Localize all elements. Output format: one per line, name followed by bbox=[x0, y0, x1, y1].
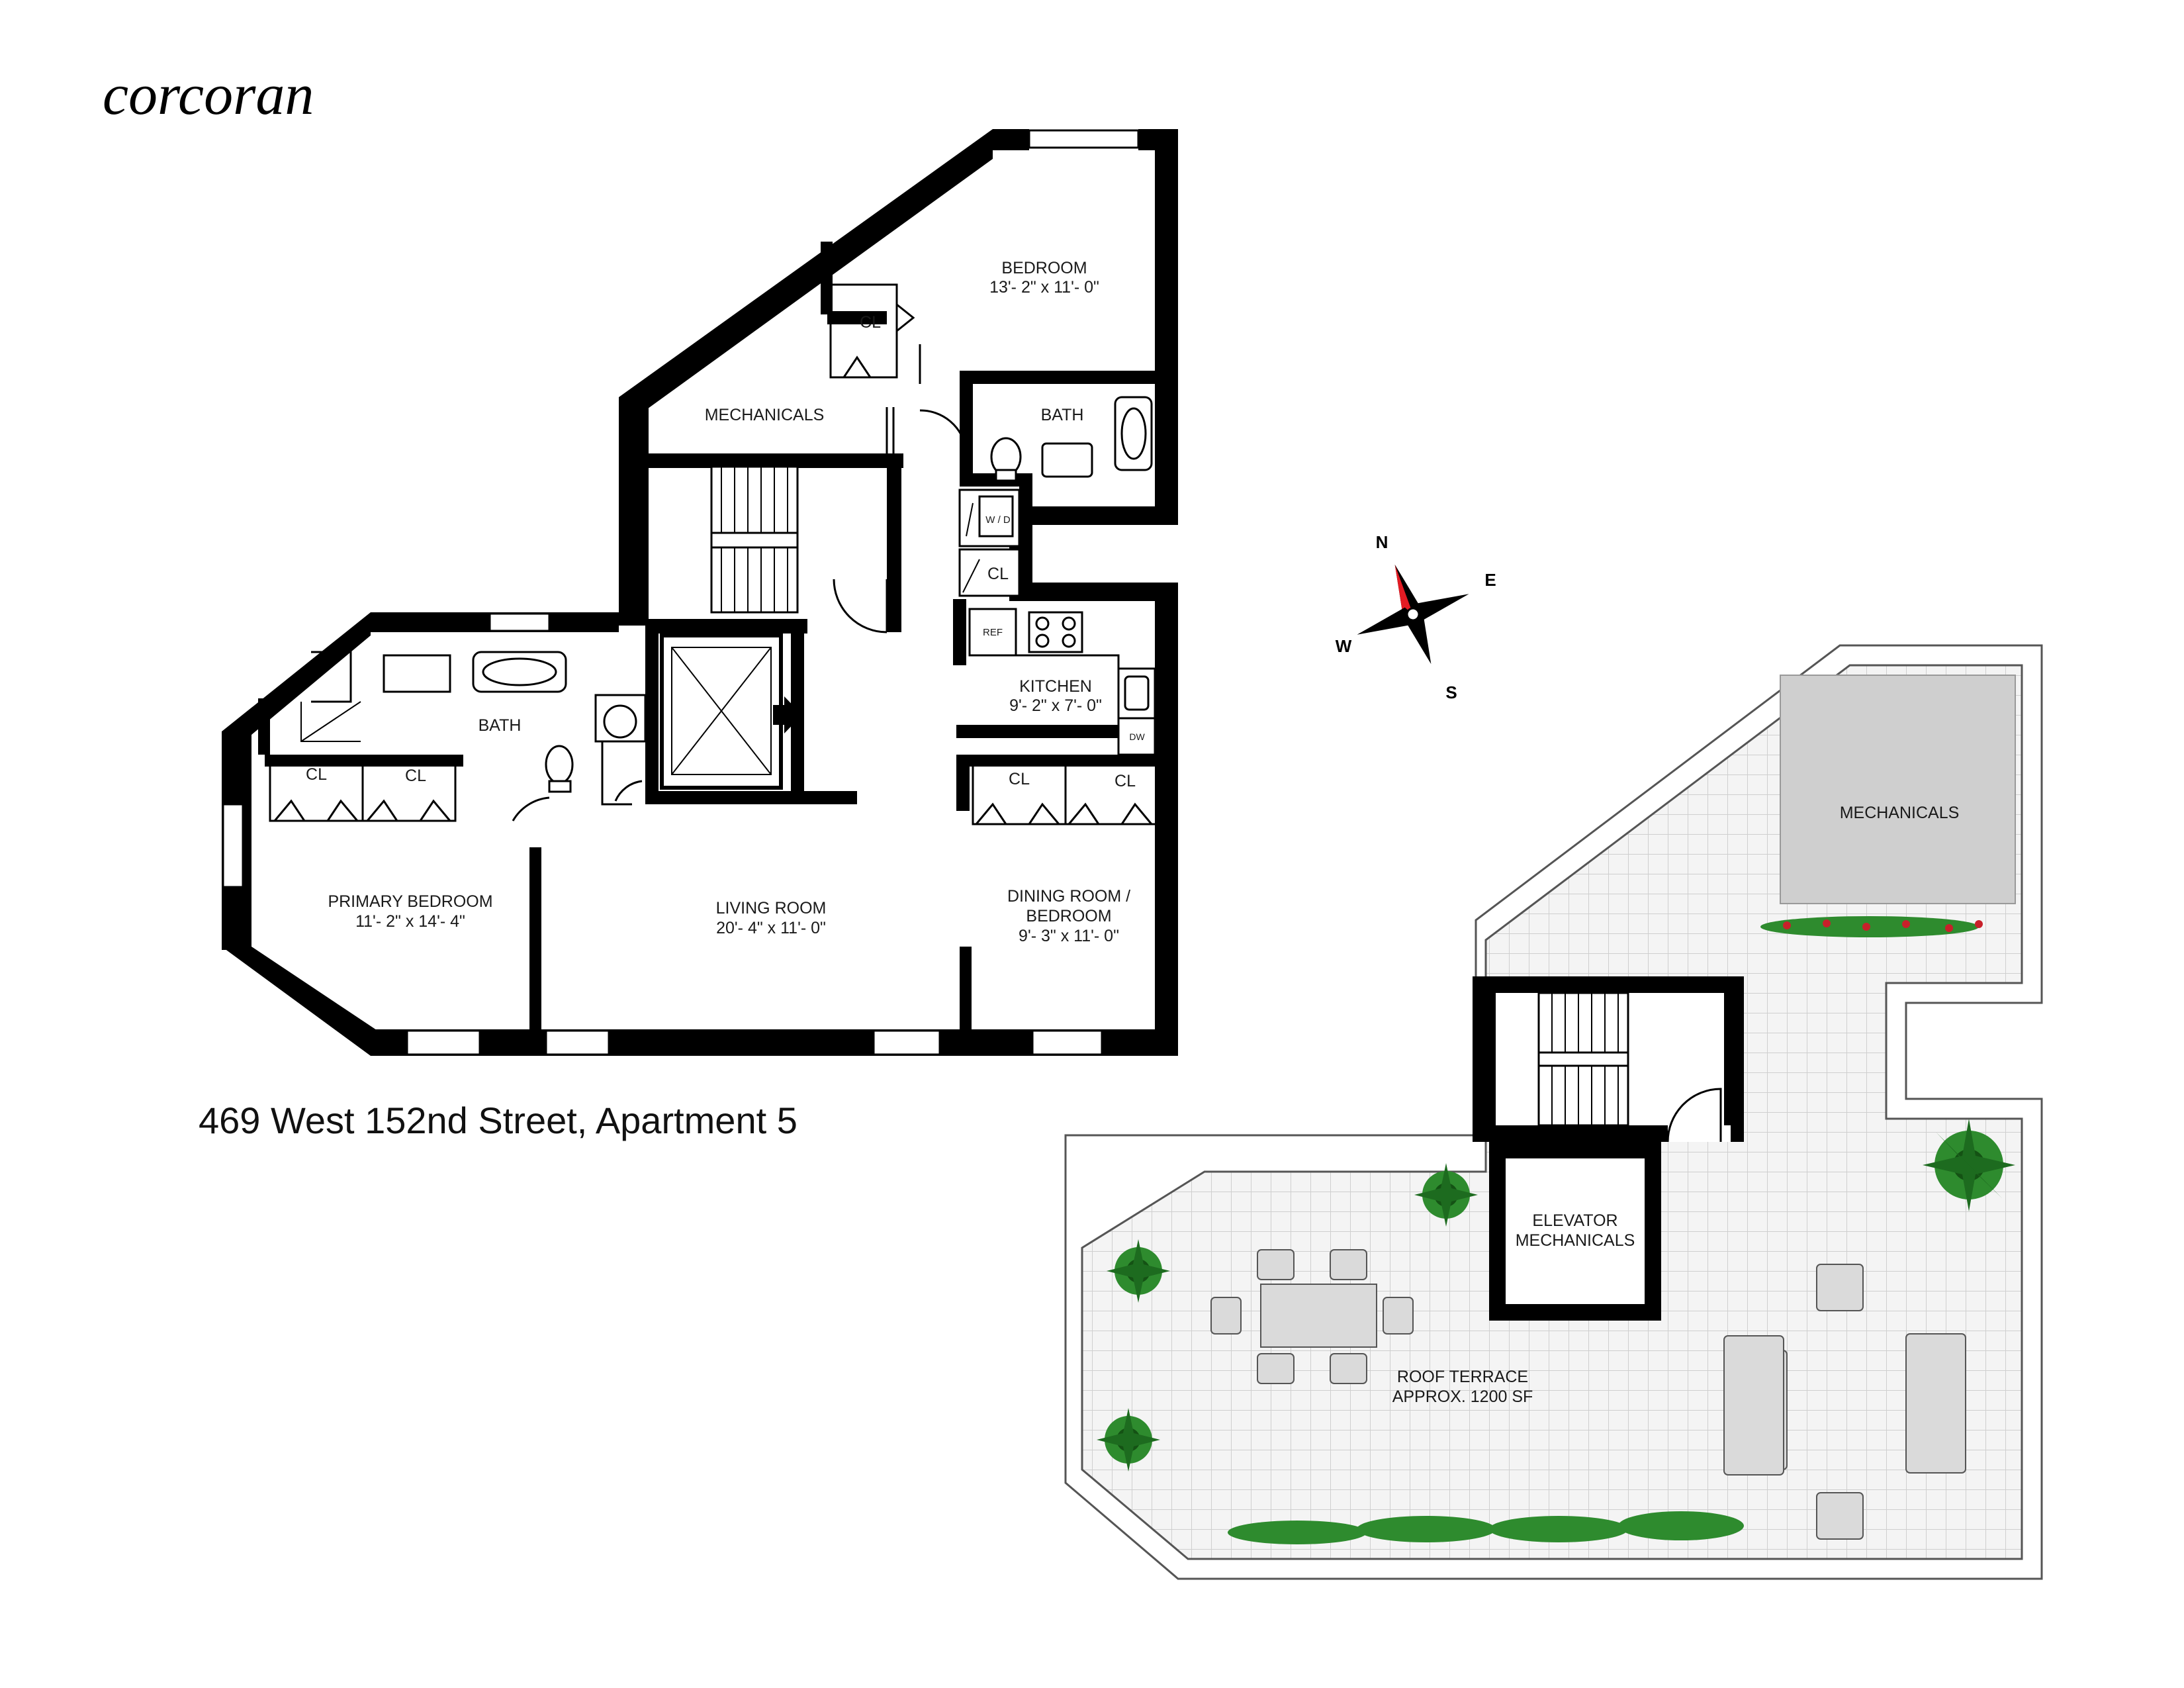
compass-e: E bbox=[1484, 570, 1496, 590]
planter-bed-icon bbox=[1228, 1511, 1744, 1544]
roof-plants bbox=[1097, 916, 2015, 1544]
wall-west-stair bbox=[619, 397, 649, 626]
label-bath-lower: BATH bbox=[478, 716, 522, 735]
label-dining-room-dims: 9'- 3" x 11'- 0" bbox=[1019, 927, 1119, 945]
roof-stair-bulkhead bbox=[1473, 976, 1744, 1143]
wall-east-lower-top bbox=[1009, 583, 1178, 601]
doors bbox=[512, 344, 968, 821]
windows bbox=[222, 129, 1140, 1056]
label-roof-terrace-size: APPROX. 1200 SF bbox=[1392, 1387, 1533, 1406]
compass-rose bbox=[1357, 564, 1469, 665]
label-closet-p2: CL bbox=[405, 767, 426, 785]
elevator-arrow-icon bbox=[773, 696, 802, 733]
room-labels: BEDROOM 13'- 2" x 11'- 0" CL MECHANICALS… bbox=[306, 259, 1145, 945]
dining-closets bbox=[972, 763, 1160, 825]
label-primary-bedroom: PRIMARY BEDROOM bbox=[328, 892, 492, 911]
wd-closet bbox=[958, 489, 1021, 597]
plant-icon bbox=[1923, 1119, 2015, 1211]
closet-upper-fixture bbox=[829, 283, 915, 379]
wall-north-top bbox=[993, 129, 1029, 150]
elevator-shaft bbox=[660, 633, 802, 790]
label-elevator: ELEVATOR bbox=[1532, 1211, 1617, 1230]
flower-bed-icon bbox=[1760, 916, 1983, 937]
label-closet-d1: CL bbox=[1009, 770, 1030, 788]
plant-icon bbox=[1107, 1239, 1170, 1303]
label-mechanicals-apt: MECHANICALS bbox=[705, 406, 825, 424]
label-living-room-dims: 20'- 4" x 11'- 0" bbox=[716, 919, 826, 937]
plant-icon bbox=[1414, 1163, 1478, 1227]
bath-upper-fixtures bbox=[990, 396, 1153, 482]
label-dining-room: DINING ROOM / bbox=[1007, 887, 1130, 906]
stair bbox=[710, 465, 799, 614]
apartment-floor bbox=[232, 129, 1178, 1056]
label-dining-room-2: BEDROOM bbox=[1026, 907, 1111, 925]
label-kitchen-dims: 9'- 2" x 7'- 0" bbox=[1009, 696, 1102, 715]
label-dw: DW bbox=[1129, 731, 1145, 742]
roof-elevator-mechanicals bbox=[1489, 1142, 1661, 1321]
plant-icon bbox=[1097, 1408, 1160, 1472]
label-ref: REF bbox=[983, 627, 1003, 638]
primary-closets bbox=[269, 760, 457, 822]
label-bedroom: BEDROOM bbox=[1001, 259, 1087, 277]
roof-lounge-set bbox=[1723, 1264, 1966, 1540]
label-bedroom-dims: 13'- 2" x 11'- 0" bbox=[989, 278, 1099, 297]
compass-s: S bbox=[1445, 682, 1457, 702]
bath-lower-fixtures bbox=[300, 651, 647, 806]
label-primary-bedroom-dims: 11'- 2" x 14'- 4" bbox=[355, 912, 465, 931]
corcoran-logo: corcoran bbox=[103, 63, 314, 127]
roof-terrace-plan: MECHANICALS ELEVATOR MECHANICALS ROOF TE… bbox=[1064, 644, 2043, 1580]
wall-east-upper bbox=[1155, 129, 1178, 506]
label-wd: W / D bbox=[985, 514, 1011, 526]
label-closet-upper: CL bbox=[860, 313, 881, 332]
label-living-room: LIVING ROOM bbox=[716, 899, 827, 917]
label-closet-d2: CL bbox=[1115, 772, 1136, 790]
label-closet-p1: CL bbox=[306, 765, 327, 784]
wall-west-diagonal-bottom bbox=[222, 947, 381, 1056]
compass-w: W bbox=[1336, 636, 1352, 656]
label-bath-upper: BATH bbox=[1041, 406, 1084, 424]
address-title: 469 West 152nd Street, Apartment 5 bbox=[199, 1100, 797, 1141]
label-kitchen: KITCHEN bbox=[1019, 677, 1092, 696]
label-closet-hall: CL bbox=[987, 565, 1009, 583]
kitchen-fixtures bbox=[968, 608, 1156, 756]
label-roof-terrace: ROOF TERRACE bbox=[1397, 1368, 1528, 1386]
wall-north-diagonal bbox=[619, 129, 993, 410]
roof-mechanicals-area bbox=[1780, 675, 2016, 904]
label-roof-mechanicals: MECHANICALS bbox=[1840, 804, 1960, 822]
compass-letters: N E S W bbox=[1336, 532, 1496, 702]
apartment-plan: BEDROOM 13'- 2" x 11'- 0" CL MECHANICALS… bbox=[222, 129, 1178, 1056]
roof-dining-set bbox=[1210, 1249, 1414, 1384]
label-elevator-mechanicals: MECHANICALS bbox=[1516, 1231, 1635, 1250]
compass-n: N bbox=[1376, 532, 1388, 552]
wall-kitchen-top bbox=[1009, 506, 1178, 525]
